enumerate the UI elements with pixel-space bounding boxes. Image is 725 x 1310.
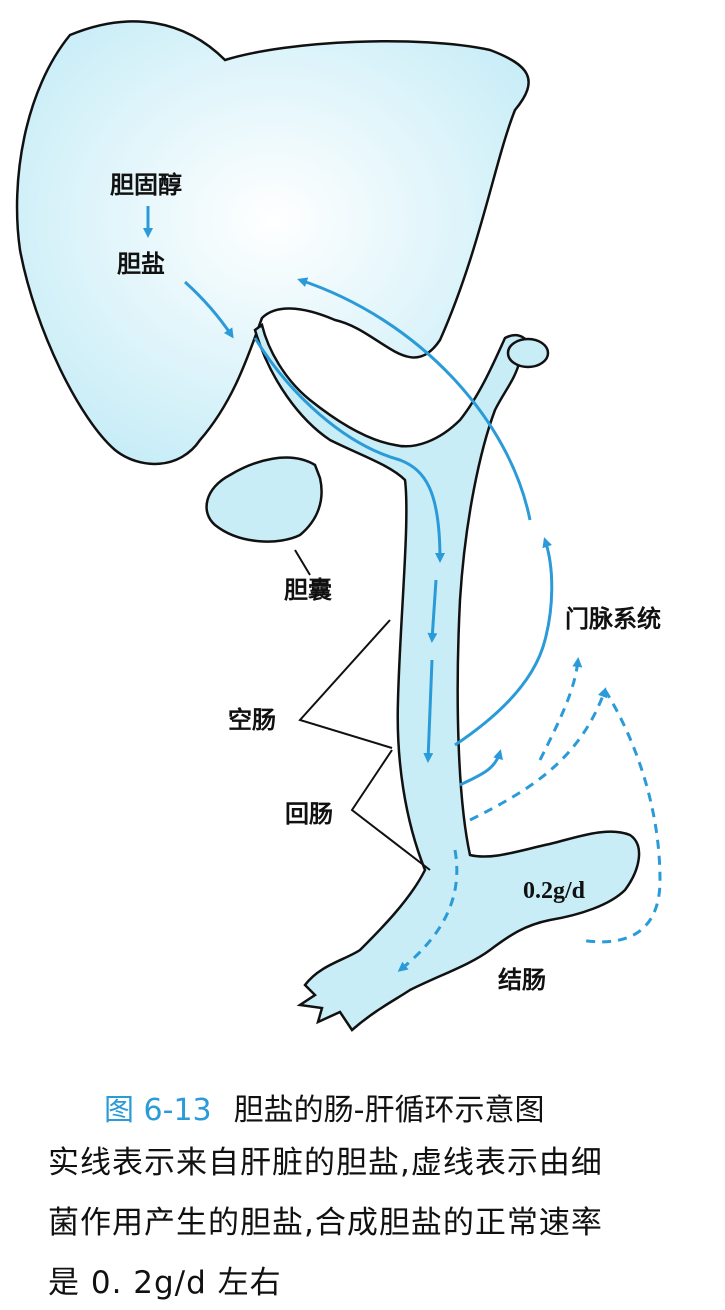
caption-title-row: 图 6-13 胆盐的肠-肝循环示意图 [104,1085,544,1129]
intestine-shape [253,322,641,1032]
enterohepatic-circulation-diagram: 胆固醇 胆盐 胆囊 空肠 回肠 门脉系统 0.2g/d 结肠 [15,20,662,1032]
label-portal-system: 门脉系统 [565,604,661,633]
label-cholesterol: 胆固醇 [110,170,182,199]
label-gallbladder: 胆囊 [284,575,332,604]
pointer-lines [294,549,431,871]
portal-vein-opening [506,337,550,369]
liver-shape [15,20,530,466]
label-ileum: 回肠 [285,799,333,828]
figure-number: 图 6-13 [104,1093,212,1128]
label-rate: 0.2g/d [523,878,586,904]
figure-title: 胆盐的肠-肝循环示意图 [233,1093,545,1128]
label-jejunum: 空肠 [228,705,276,734]
label-bile-salt: 胆盐 [117,249,165,278]
solid-flow-arrows [143,206,554,787]
caption-line-1: 实线表示来自肝脏的胆盐,虚线表示由细 [48,1145,603,1181]
label-colon: 结肠 [498,965,546,994]
dashed-flow-arrows [397,657,662,972]
caption-line-2: 菌作用产生的胆盐,合成胆盐的正常速率 [48,1205,603,1241]
gallbladder-shape [205,456,323,543]
caption-line-3: 是 0. 2g/d 左右 [48,1265,282,1301]
figure-caption: 图 6-13 胆盐的肠-肝循环示意图 实线表示来自肝脏的胆盐,虚线表示由细 菌作用… [0,1075,725,1310]
